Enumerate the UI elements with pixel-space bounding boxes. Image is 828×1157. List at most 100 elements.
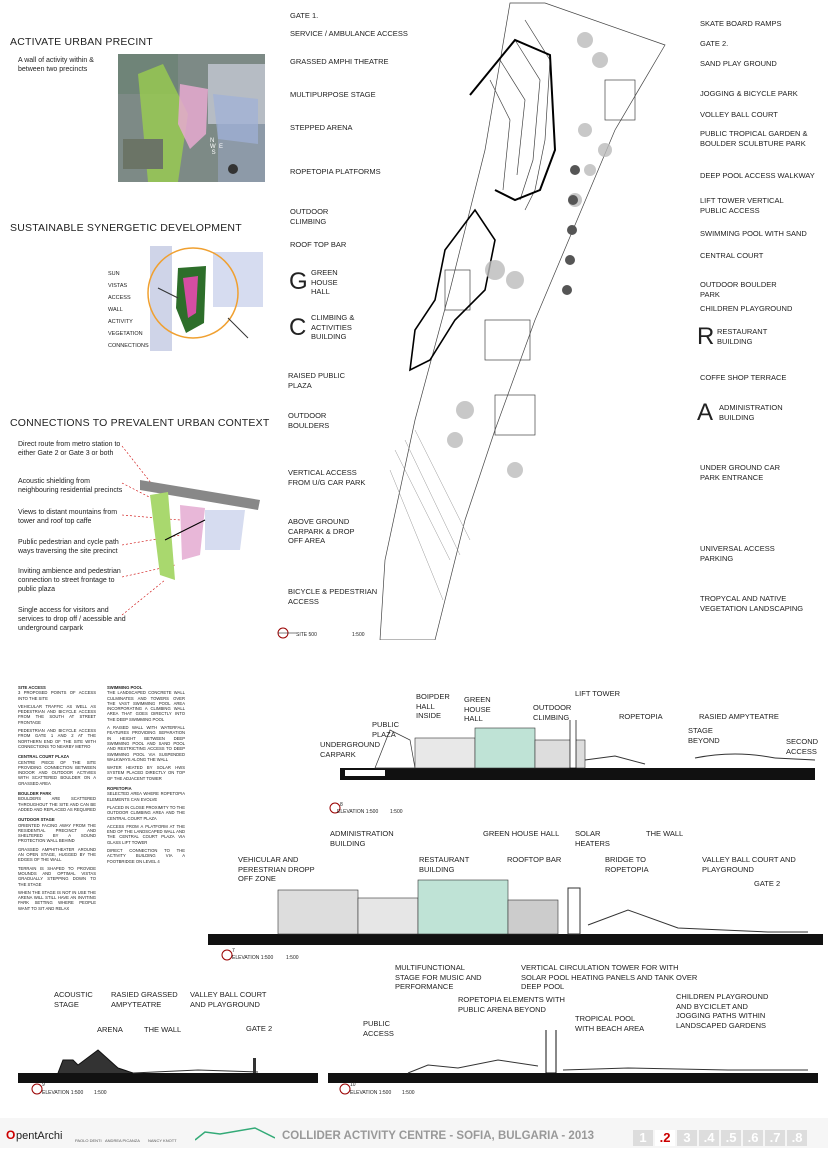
section-9-drawing [18, 1049, 318, 1083]
s7-marker [221, 949, 233, 961]
page-3[interactable]: 3 [677, 1130, 697, 1146]
label-stepped-arena: STEPPED ARENA [290, 123, 353, 132]
note-pedestrian: Public pedestrian and cycle path ways tr… [18, 539, 119, 555]
label-ug-carpark: UNDER GROUND CAR PARK ENTRANCE [700, 463, 781, 482]
page-6[interactable]: .6 [743, 1130, 763, 1146]
s7-administration: ADMINISTRATION BUILDING [330, 829, 394, 848]
legend-list: SUN VISTAS ACCESS WALL ACTIVITY VEGETATI… [108, 268, 149, 352]
section-10-drawing [328, 1030, 818, 1083]
s10-stage: MULTIFUNCTIONAL STAGE FOR MUSIC AND PERF… [395, 963, 482, 991]
s9-acoustic-stage: ACOUSTIC STAGE [54, 990, 93, 1009]
footer-wave [195, 1127, 275, 1141]
page-7[interactable]: .7 [765, 1130, 785, 1146]
s7-caption: ELEVATION 1:500 [232, 955, 274, 961]
note-single-access: Single access for visitors and services … [18, 607, 126, 632]
s7-solar-heaters: SOLAR HEATERS [575, 829, 610, 848]
s8-lift-tower: LIFT TOWER [575, 689, 621, 698]
section-7-drawing [208, 879, 823, 945]
aerial-photo [118, 54, 265, 182]
site-marker [277, 627, 296, 639]
s8-outdoor-climbing: OUTDOOR CLIMBING [533, 703, 572, 722]
s7-gate2: GATE 2 [754, 879, 781, 888]
connections-diagram [121, 445, 260, 616]
s7-restaurant: RESTAURANT BUILDING [419, 855, 470, 874]
legend-wall: WALL [108, 307, 123, 313]
legend-connections: CONNECTIONS [108, 343, 149, 349]
section-8-drawing [340, 720, 815, 780]
label-greenhouse: GREEN HOUSE HALL [311, 268, 338, 296]
s9-marker [31, 1083, 43, 1095]
page-5[interactable]: .5 [721, 1130, 741, 1146]
label-vertical-access: VERTICAL ACCESS FROM U/G CAR PARK [288, 468, 366, 487]
author-1: PAOLO DENTI [75, 1138, 102, 1143]
page-8[interactable]: .8 [787, 1130, 807, 1146]
page-4[interactable]: .4 [699, 1130, 719, 1146]
s10-public-access: PUBLIC ACCESS [363, 1019, 394, 1038]
site-plan [379, 2, 666, 640]
label-universal-parking: UNIVERSAL ACCESS PARKING [700, 544, 775, 563]
label-outdoor-climbing: OUTDOOR CLIMBING [290, 207, 329, 226]
label-swimming-pool: SWIMMING POOL WITH SAND [700, 229, 807, 238]
legend-access: ACCESS [108, 295, 131, 301]
legend-sun: SUN [108, 271, 120, 277]
letter-a: A [697, 399, 714, 426]
s7-volley: VALLEY BALL COURT AND PLAYGROUND [702, 855, 796, 874]
label-skate: SKATE BOARD RAMPS [700, 19, 782, 28]
letter-g: G [289, 268, 308, 295]
note-acoustic: Acoustic shielding from neighbouring res… [18, 478, 123, 494]
s8-boulder-hall: BOIPDER HALL INSIDE [416, 692, 450, 720]
label-raised-plaza: RAISED PUBLIC PLAZA [288, 371, 346, 390]
s9-arena: ARENA [97, 1025, 123, 1034]
label-above-ground-carpark: ABOVE GROUND CARPARK & DROP OFF AREA [288, 517, 355, 545]
s9-caption: ELEVATION 1:500 [42, 1090, 84, 1096]
s7-dropoff: VEHICULAR AND PERESTRIAN DROPP OFF ZONE [238, 855, 315, 883]
sustainability-diagram [147, 246, 263, 351]
s8-caption: ELEVATION 1:500 [337, 809, 379, 815]
s7-num: 7 [232, 948, 235, 954]
s9-amphi: RASIED GRASSED AMPYTEATRE [111, 990, 178, 1009]
label-restaurant: RESTAURANT BUILDING [717, 327, 768, 346]
s8-marker [329, 802, 341, 814]
label-bicycle-access: BICYCLE & PEDESTRIAN ACCESS [288, 587, 378, 606]
logo-prefix: O [6, 1128, 16, 1142]
logo: pentArchi [16, 1130, 63, 1142]
author-2: ANDREA PICANZA [105, 1138, 140, 1143]
label-outdoor-boulders: OUTDOOR BOULDERS [288, 411, 330, 430]
legend-activity: ACTIVITY [108, 319, 133, 325]
note-ambience: Inviting ambience and pedestrian connect… [18, 568, 121, 593]
label-tropical-garden: PUBLIC TROPICAL GARDEN & BOULDER SCULBTU… [700, 129, 808, 148]
heading-sustainable: SUSTAINABLE SYNERGETIC DEVELOPMENT [10, 222, 242, 234]
page-1[interactable]: 1 [633, 1130, 653, 1146]
s8-scale: 1:500 [390, 809, 403, 815]
s9-gate2: GATE 2 [246, 1024, 273, 1033]
label-ropetopia: ROPETOPIA PLATFORMS [290, 167, 381, 176]
note-views: Views to distant mountains from tower an… [18, 509, 118, 525]
s10-tropical-pool: TROPICAL POOL WITH BEACH AREA [575, 1014, 645, 1033]
heading-activate-urban: ACTIVATE URBAN PRECINT [10, 36, 153, 48]
s10-marker [339, 1083, 351, 1095]
label-gate2: GATE 2. [700, 39, 729, 48]
author-3: NANCY KNOTT [148, 1138, 177, 1143]
label-coffee-terrace: COFFE SHOP TERRACE [700, 373, 787, 382]
note-wall-activity: A wall of activity within & between two … [18, 57, 94, 73]
label-lift-tower: LIFT TOWER VERTICAL PUBLIC ACCESS [700, 196, 784, 215]
s10-caption: ELEVATION 1:500 [350, 1090, 392, 1096]
s9-the-wall: THE WALL [144, 1025, 182, 1034]
s8-second-access: SECOND ACCESS [786, 737, 819, 756]
s7-rooftop-bar: ROOFTOP BAR [507, 855, 562, 864]
label-deep-pool: DEEP POOL ACCESS WALKWAY [700, 171, 815, 180]
page-2[interactable]: .2 [655, 1130, 675, 1146]
label-roof-bar: ROOF TOP BAR [290, 240, 347, 249]
s10-tower: VERTICAL CIRCULATION TOWER FOR WITH SOLA… [521, 963, 698, 991]
label-gate1: GATE 1. [290, 11, 319, 20]
s10-children-playground: CHILDREN PLAYGROUND AND BYCICLET AND JOG… [676, 992, 769, 1030]
s8-num: 8 [340, 802, 343, 808]
s10-scale: 1:500 [402, 1090, 415, 1096]
site-scale: 1:500 [352, 632, 365, 638]
s8-ropetopia: ROPETOPIA [619, 712, 663, 721]
s7-greenhouse: GREEN HOUSE HALL [483, 829, 560, 838]
